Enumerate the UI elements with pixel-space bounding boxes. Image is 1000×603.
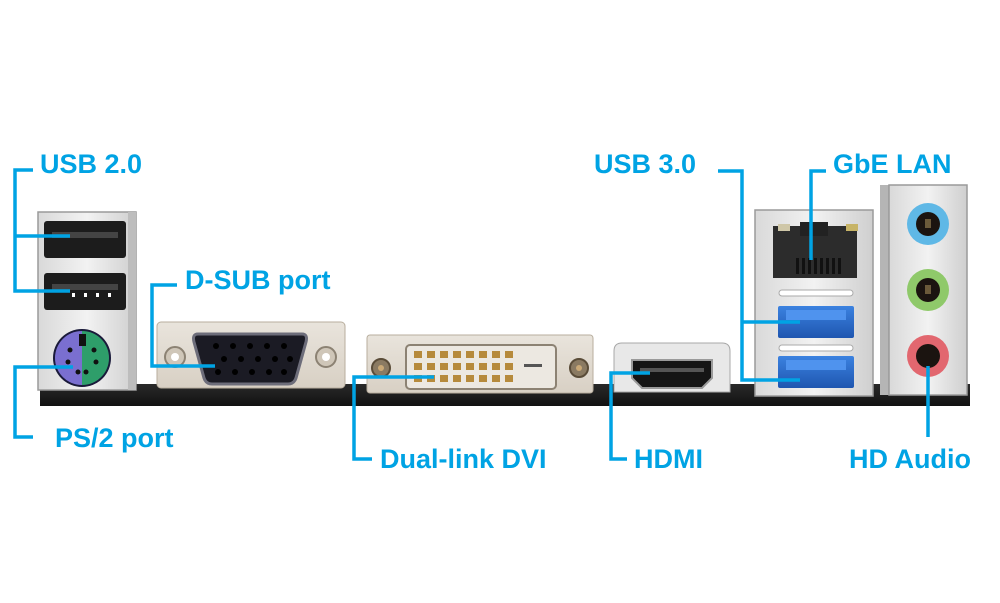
usb2-port-bottom [44, 273, 126, 310]
dvi-pin [427, 351, 435, 358]
label-audio: HD Audio [849, 444, 971, 474]
dvi-port [366, 334, 594, 394]
dvi-pin [414, 363, 422, 370]
dvi-pin [479, 363, 487, 370]
callout-line-usb2 [13, 168, 70, 293]
pcb-edge [40, 384, 970, 406]
callout-line-ps2 [13, 365, 73, 439]
lan-usb3-stack [754, 209, 874, 397]
dvi-pin [453, 375, 461, 382]
dvi-pin [427, 363, 435, 370]
dvi-pin [466, 363, 474, 370]
label-hdmi: HDMI [634, 444, 703, 474]
dvi-pin [453, 351, 461, 358]
dvi-pin [505, 351, 513, 358]
dvi-pin [440, 363, 448, 370]
dvi-pin [492, 351, 500, 358]
label-usb3: USB 3.0 [594, 149, 697, 179]
label-dvi: Dual-link DVI [380, 444, 547, 474]
dvi-pin [440, 375, 448, 382]
audio-jack-line-out [907, 269, 949, 311]
dvi-pin [466, 351, 474, 358]
audio-jack-mic-in [907, 335, 949, 377]
dvi-pin [492, 375, 500, 382]
dvi-pin [414, 351, 422, 358]
usb2-port-top [44, 221, 126, 258]
hdmi-port [613, 342, 731, 393]
usb3-port-bottom [778, 356, 854, 388]
label-usb2: USB 2.0 [40, 149, 143, 179]
usb3-port-top [778, 306, 854, 338]
audio-jack-line-in [907, 203, 949, 245]
ps2-port [53, 329, 111, 387]
dvi-pin [466, 375, 474, 382]
usb2-ps2-stack [37, 211, 137, 391]
callout-line-dvi [352, 375, 434, 461]
dsub-port [156, 321, 346, 389]
callout-line-dsub [150, 283, 215, 368]
dvi-pin [492, 363, 500, 370]
dvi-pin [505, 363, 513, 370]
callout-line-usb3 [718, 169, 800, 382]
dvi-pin [479, 375, 487, 382]
label-ps2: PS/2 port [55, 423, 174, 453]
audio-stack [880, 184, 968, 396]
label-dsub: D-SUB port [185, 265, 331, 295]
dvi-pin [505, 375, 513, 382]
label-lan: GbE LAN [833, 149, 952, 179]
callout-line-hdmi [609, 371, 650, 461]
lan-port [773, 222, 858, 278]
dvi-pin [453, 363, 461, 370]
callout-line-lan [809, 169, 826, 260]
dvi-pin [440, 351, 448, 358]
dvi-pin [479, 351, 487, 358]
